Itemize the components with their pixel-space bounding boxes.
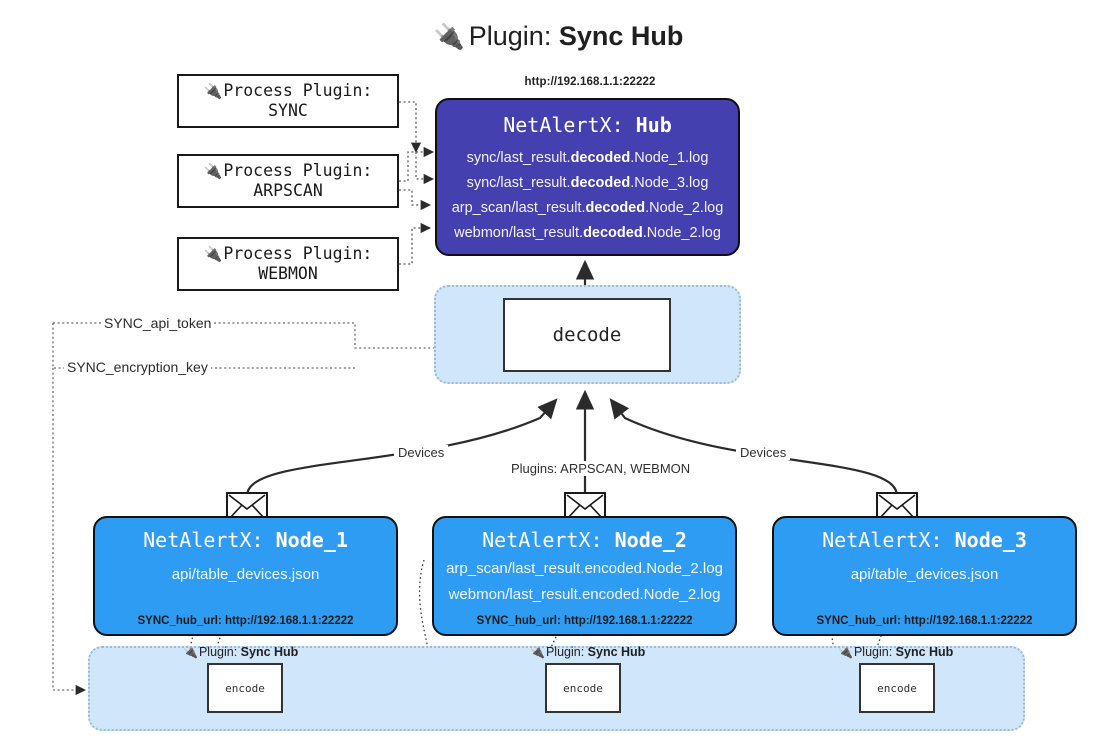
title-name: Sync Hub: [558, 21, 684, 51]
node-file-item: api/table_devices.json: [171, 566, 320, 583]
plug-icon: 🔌: [838, 645, 853, 659]
node-name: Node_2: [614, 528, 687, 552]
hub-url-label: http://192.168.1.1:22222: [524, 76, 656, 88]
process-plugin-arpscan[interactable]: 🔌Process Plugin: ARPSCAN: [177, 154, 399, 208]
node-app-name: NetAlertX:: [482, 528, 603, 552]
node-name: Node_1: [275, 528, 348, 552]
page-title: 🔌Plugin: Sync Hub: [0, 16, 1117, 57]
node-title: NetAlertX: Node_1: [95, 528, 396, 552]
encode-plugin-label-3: 🔌Plugin: Sync Hub: [838, 645, 954, 659]
edge-label-plugins-center: Plugins: ARPSCAN, WEBMON: [507, 461, 695, 476]
node-file-list: api/table_devices.json: [774, 562, 1075, 588]
process-plugin-name: WEBMON: [258, 264, 318, 283]
encode-box-2[interactable]: encode: [545, 663, 621, 713]
node-name: Node_3: [954, 528, 1027, 552]
node-title: NetAlertX: Node_3: [774, 528, 1075, 552]
hub-app-name: NetAlertX:: [503, 113, 624, 137]
node-file-item: webmon/last_result.encoded.Node_2.log: [448, 586, 721, 603]
hub-log-item: arp_scan/last_result.decoded.Node_2.log: [451, 200, 724, 216]
process-plugin-label: Process Plugin:: [223, 81, 373, 100]
process-plugin-label: Process Plugin:: [223, 161, 373, 180]
edge-label-devices-right: Devices: [736, 445, 791, 460]
process-plugin-sync[interactable]: 🔌Process Plugin: SYNC: [177, 74, 399, 128]
hub-log-item: sync/last_result.decoded.Node_1.log: [466, 150, 709, 166]
sync-encryption-key-label: SYNC_encryption_key: [64, 359, 211, 375]
plug-icon: 🔌: [203, 82, 223, 100]
plug-icon: 🔌: [530, 645, 545, 659]
process-plugin-webmon[interactable]: 🔌Process Plugin: WEBMON: [177, 237, 399, 291]
node-1[interactable]: NetAlertX: Node_1 api/table_devices.json…: [93, 516, 398, 636]
plug-icon: 🔌: [203, 245, 223, 263]
encode-plugin-label-1: 🔌Plugin: Sync Hub: [183, 645, 299, 659]
node-app-name: NetAlertX:: [143, 528, 264, 552]
hub-title: NetAlertX: Hub: [437, 113, 738, 137]
node-2[interactable]: NetAlertX: Node_2 arp_scan/last_result.e…: [432, 516, 737, 636]
process-plugin-name: SYNC: [268, 101, 308, 120]
plug-icon: 🔌: [183, 645, 198, 659]
hub-log-item: sync/last_result.decoded.Node_3.log: [466, 175, 709, 191]
edge-label-devices-left: Devices: [394, 445, 449, 460]
node-app-name: NetAlertX:: [822, 528, 943, 552]
encode-box-3[interactable]: encode: [859, 663, 935, 713]
encode-box-1[interactable]: encode: [207, 663, 283, 713]
hub-name: Hub: [635, 113, 672, 137]
title-prefix: Plugin:: [468, 21, 552, 51]
node-file-list: api/table_devices.json: [95, 562, 396, 588]
hub-log-list: sync/last_result.decoded.Node_1.log sync…: [437, 146, 738, 246]
sync-api-token-label: SYNC_api_token: [101, 315, 215, 331]
decode-box[interactable]: decode: [503, 298, 671, 372]
node-3[interactable]: NetAlertX: Node_3 api/table_devices.json…: [772, 516, 1077, 636]
node-title: NetAlertX: Node_2: [434, 528, 735, 552]
process-plugin-label: Process Plugin:: [223, 244, 373, 263]
node-file-item: api/table_devices.json: [850, 566, 999, 583]
process-plugin-name: ARPSCAN: [253, 181, 323, 200]
node-hub-url: SYNC_hub_url: http://192.168.1.1:22222: [816, 615, 1033, 627]
node-hub-url: SYNC_hub_url: http://192.168.1.1:22222: [137, 615, 354, 627]
plug-icon: 🔌: [203, 162, 223, 180]
plug-icon: 🔌: [433, 23, 465, 51]
node-hub-url: SYNC_hub_url: http://192.168.1.1:22222: [476, 615, 693, 627]
node-file-list: arp_scan/last_result.encoded.Node_2.log …: [434, 556, 735, 608]
hub-node[interactable]: NetAlertX: Hub sync/last_result.decoded.…: [435, 98, 740, 256]
encode-plugin-label-2: 🔌Plugin: Sync Hub: [530, 645, 646, 659]
node-file-item: arp_scan/last_result.encoded.Node_2.log: [446, 560, 723, 577]
hub-log-item: webmon/last_result.decoded.Node_2.log: [454, 225, 721, 241]
